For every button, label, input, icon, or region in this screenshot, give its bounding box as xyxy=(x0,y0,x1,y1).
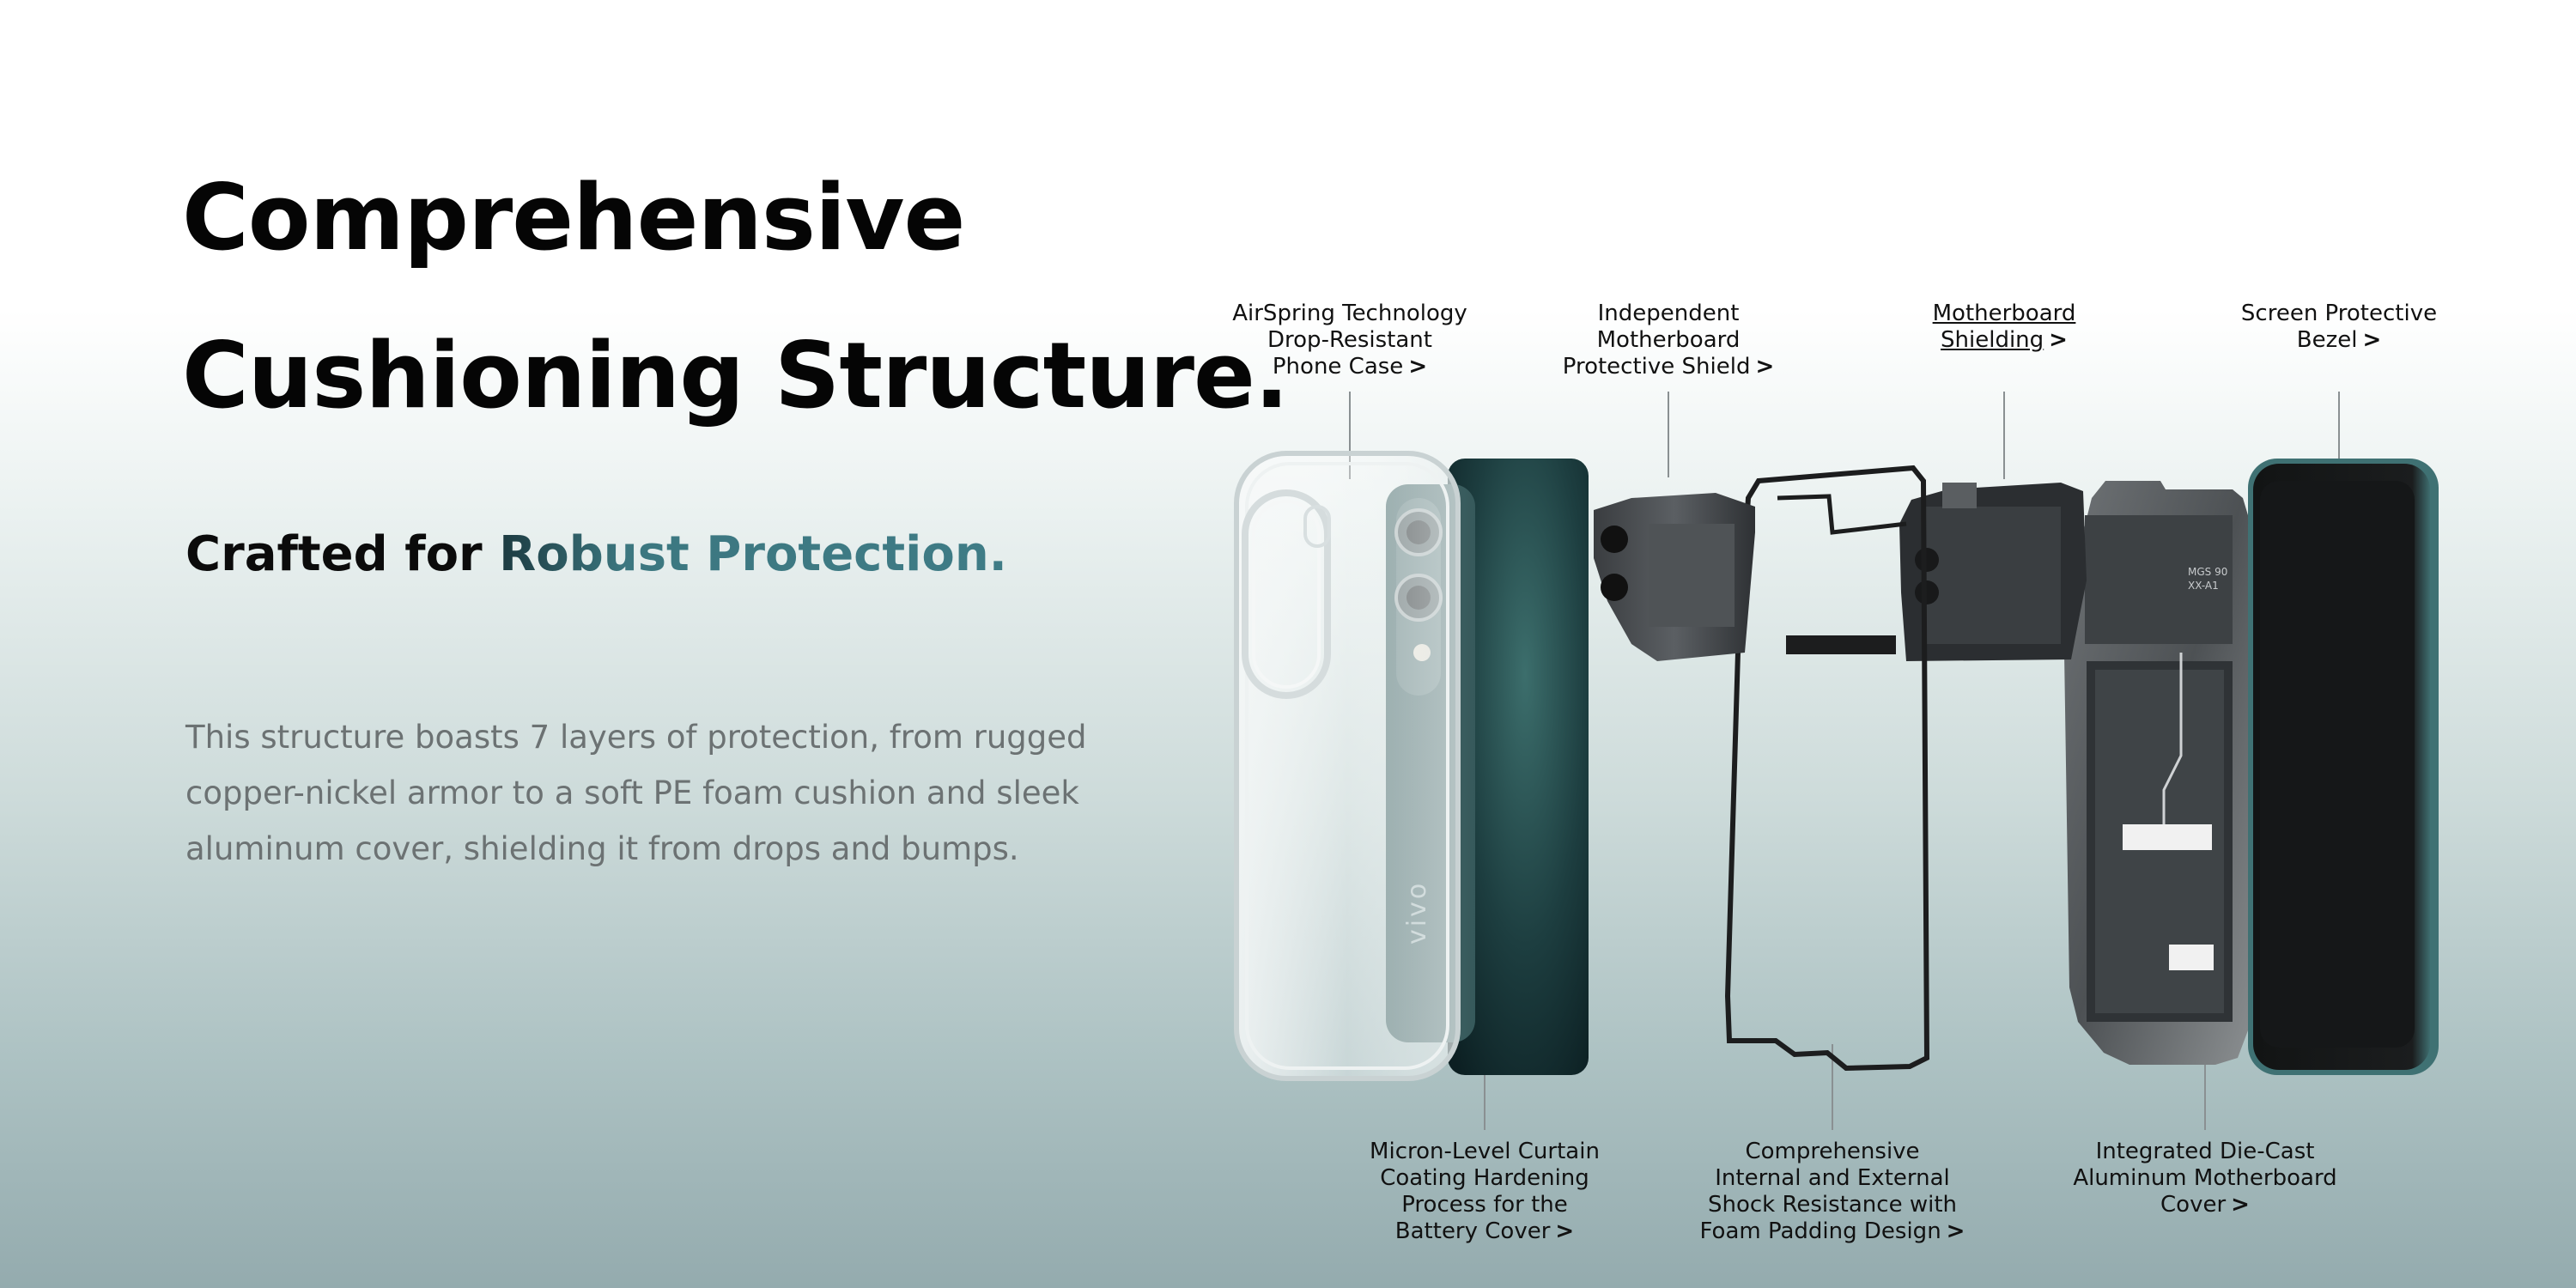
label-line: Micron-Level Curtain xyxy=(1370,1139,1600,1164)
die-cast-cover-layer: MGS 90 XX-A1 xyxy=(2064,481,2248,1065)
chevron-right-icon: > xyxy=(2362,327,2382,353)
subtitle-lead: Crafted for xyxy=(185,526,500,582)
chevron-right-icon: > xyxy=(2049,327,2068,353)
label-foam-padding[interactable]: Comprehensive Internal and External Shoc… xyxy=(1678,1139,1987,1245)
label-motherboard-shielding[interactable]: Motherboard Shielding> xyxy=(1850,301,2159,354)
page-title: Comprehensive Cushioning Structure. xyxy=(182,139,1289,455)
page-subtitle: Crafted for Robust Protection. xyxy=(185,522,1007,587)
label-line: Aluminum Motherboard xyxy=(2073,1165,2337,1191)
label-line-last: Phone Case> xyxy=(1272,354,1428,380)
label-line: Drop-Resistant xyxy=(1267,327,1432,353)
label-screen-bezel[interactable]: Screen Protective Bezel> xyxy=(2184,301,2494,354)
label-line: Screen Protective xyxy=(2240,301,2438,326)
label-line-last: Battery Cover> xyxy=(1394,1218,1575,1244)
component-text-2: XX-A1 xyxy=(2188,580,2219,592)
chevron-right-icon: > xyxy=(1555,1218,1575,1244)
label-line: Comprehensive xyxy=(1745,1139,1920,1164)
battery-cover-layer xyxy=(1448,459,1589,1075)
component-text-1: MGS 90 xyxy=(2188,566,2227,578)
label-battery-cover[interactable]: Micron-Level Curtain Coating Hardening P… xyxy=(1330,1139,1639,1245)
title-line-1: Comprehensive xyxy=(182,165,965,270)
label-line-last: Foam Padding Design> xyxy=(1699,1218,1965,1244)
subtitle-accent: Robust Protection. xyxy=(499,526,1007,582)
chevron-right-icon: > xyxy=(1755,354,1775,380)
label-line: Integrated Die-Cast xyxy=(2095,1139,2315,1164)
label-line: Coating Hardening xyxy=(1380,1165,1589,1191)
label-line-last: Protective Shield> xyxy=(1562,354,1775,380)
label-phone-case[interactable]: AirSpring Technology Drop-Resistant Phon… xyxy=(1195,301,1504,380)
title-line-2: Cushioning Structure. xyxy=(182,323,1289,428)
label-line: Motherboard xyxy=(1932,301,2076,326)
label-line-last: Shielding> xyxy=(1941,327,2068,353)
chevron-right-icon: > xyxy=(1408,354,1428,380)
chevron-right-icon: > xyxy=(1946,1218,1965,1244)
label-line-last: Bezel> xyxy=(2296,327,2382,353)
motherboard-shielding-layer xyxy=(1899,483,2087,661)
chevron-right-icon: > xyxy=(2231,1192,2250,1218)
label-line: AirSpring Technology xyxy=(1232,301,1467,326)
label-line: Motherboard xyxy=(1596,327,1741,353)
description-text: This structure boasts 7 layers of protec… xyxy=(185,719,1087,867)
phone-case-layer xyxy=(1234,451,1461,1081)
label-line: Shock Resistance with xyxy=(1707,1192,1958,1218)
label-protective-shield[interactable]: Independent Motherboard Protective Shiel… xyxy=(1514,301,1823,380)
label-line: Process for the xyxy=(1401,1192,1568,1218)
label-line: Internal and External xyxy=(1715,1165,1950,1191)
foam-padding-layer xyxy=(1724,465,1930,1072)
label-die-cast-cover[interactable]: Integrated Die-Cast Aluminum Motherboard… xyxy=(2050,1139,2360,1218)
protective-shield-layer xyxy=(1594,493,1755,661)
screen-bezel-layer xyxy=(2248,459,2439,1075)
label-line: Independent xyxy=(1597,301,1740,326)
label-line-last: Cover> xyxy=(2160,1192,2250,1218)
